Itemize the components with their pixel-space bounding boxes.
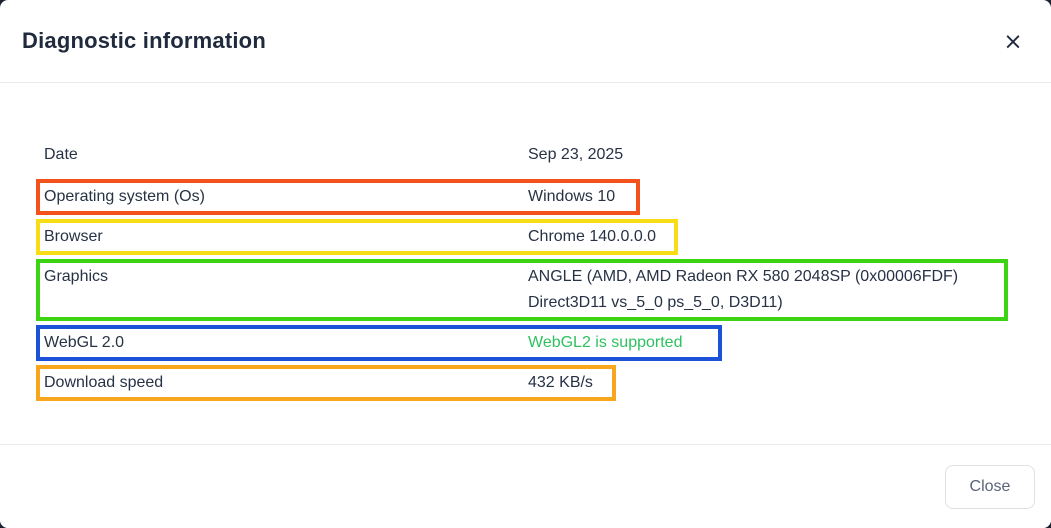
row-webgl: WebGL 2.0 WebGL2 is supported (36, 325, 722, 361)
row-value: Sep 23, 2025 (528, 146, 624, 163)
row-label: Operating system (Os) (44, 188, 205, 205)
dialog-header: Diagnostic information × (0, 0, 1051, 83)
row-label: Graphics (44, 268, 109, 285)
close-icon[interactable]: × (999, 28, 1027, 56)
row-value: 432 KB/s (528, 374, 593, 391)
row-graphics: Graphics ANGLE (AMD, AMD Radeon RX 580 2… (36, 259, 1008, 321)
row-date: Date Sep 23, 2025 (36, 137, 1051, 173)
row-browser: Browser Chrome 140.0.0.0 (36, 219, 678, 255)
row-value: WebGL2 is supported (528, 334, 683, 351)
dialog-footer: Close (0, 444, 1051, 528)
row-download-speed: Download speed 432 KB/s (36, 365, 616, 401)
diagnostic-table: Date Sep 23, 2025 Operating system (Os) … (0, 83, 1051, 401)
row-value: Windows 10 (528, 188, 616, 205)
row-value: ANGLE (AMD, AMD Radeon RX 580 2048SP (0x… (528, 268, 959, 311)
row-label: WebGL 2.0 (44, 334, 125, 351)
dialog-title: Diagnostic information (22, 28, 266, 53)
row-label: Date (44, 146, 78, 163)
row-label: Browser (44, 228, 103, 245)
row-label: Download speed (44, 374, 164, 391)
row-value: Chrome 140.0.0.0 (528, 228, 657, 245)
close-button[interactable]: Close (945, 464, 1035, 509)
row-operating-system: Operating system (Os) Windows 10 (36, 179, 640, 215)
